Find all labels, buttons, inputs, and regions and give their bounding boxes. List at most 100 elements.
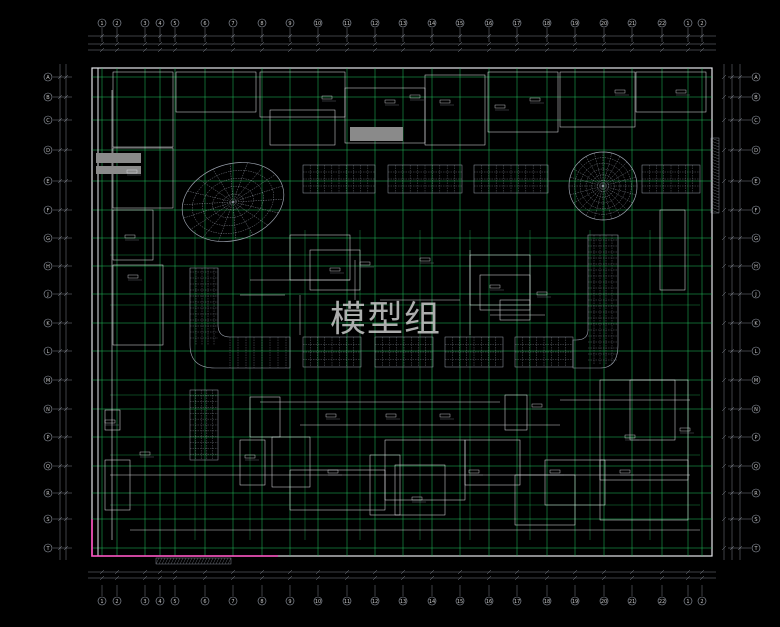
axis-bubble — [751, 233, 761, 243]
skylight-rib — [602, 156, 621, 187]
axis-label: 1 — [100, 21, 103, 27]
fixture-mark — [489, 284, 501, 289]
axis-label: 19 — [572, 21, 578, 27]
room-outline — [394, 464, 446, 516]
dimension-tick — [629, 569, 635, 575]
hatch-stroke — [710, 152, 720, 157]
axis-bubble — [751, 261, 761, 271]
fixture-mark — [127, 274, 139, 279]
skylight-rib — [198, 178, 234, 203]
axis-bubble — [751, 318, 761, 328]
axis-label: 8 — [260, 599, 263, 605]
hatch-stroke — [197, 557, 202, 565]
room-outline — [112, 147, 174, 209]
room-outline — [112, 71, 174, 148]
dimension-tick — [721, 406, 727, 412]
axis-bubble — [43, 233, 53, 243]
axis-label: 5 — [173, 599, 176, 605]
axis-label: A — [46, 75, 50, 81]
axis-label: 15 — [457, 599, 463, 605]
skylight-rib — [187, 190, 234, 203]
room-outline — [544, 459, 606, 506]
dimension-tick — [721, 490, 727, 496]
dimension-tick — [57, 178, 63, 184]
axis-label: N — [46, 407, 50, 413]
hatch-stroke — [710, 176, 720, 181]
room-outline — [469, 254, 531, 306]
dimension-tick — [729, 263, 735, 269]
dimension-tick — [400, 47, 406, 53]
axis-label: J — [754, 292, 756, 298]
axis-bubble — [43, 404, 53, 414]
dimension-tick — [737, 263, 743, 269]
building-outline — [91, 67, 713, 557]
dimension-tick — [544, 41, 550, 47]
hatch-stroke — [164, 557, 169, 565]
fixture-mark — [468, 469, 480, 474]
dimension-tick — [372, 33, 378, 39]
axis-label: 10 — [315, 21, 321, 27]
dimension-tick — [172, 575, 178, 581]
hatch-stroke — [710, 209, 720, 214]
hatch-stroke — [710, 185, 720, 190]
axis-bubble — [657, 596, 667, 606]
skylight-rib — [602, 177, 636, 187]
room-outline — [559, 71, 636, 128]
dimension-tick — [544, 569, 550, 575]
axis-label: 6 — [203, 21, 206, 27]
axis-label: 22 — [659, 21, 665, 27]
dimension-tick — [63, 490, 69, 496]
dimension-tick — [344, 569, 350, 575]
dimension-tick — [63, 545, 69, 551]
skylight-rib — [578, 161, 604, 187]
axis-bubble — [751, 514, 761, 524]
hatch-stroke — [710, 173, 720, 178]
axis-bubble — [542, 596, 552, 606]
dimension-tick — [572, 47, 578, 53]
room-outline — [369, 454, 401, 516]
axis-label: 13 — [400, 599, 406, 605]
dimension-tick — [259, 575, 265, 581]
axis-bubble — [43, 375, 53, 385]
dimension-tick — [63, 348, 69, 354]
axis-bubble — [43, 176, 53, 186]
hatch-stroke — [191, 557, 196, 565]
axis-label: Q — [46, 464, 50, 470]
dimension-tick — [344, 33, 350, 39]
axis-bubble — [112, 596, 122, 606]
walkway-left-curve — [189, 267, 291, 369]
fixture-mark — [359, 261, 371, 266]
dimension-tick — [601, 41, 607, 47]
axis-bubble — [140, 18, 150, 28]
hatch-stroke — [200, 557, 205, 565]
hatch-stroke — [710, 188, 720, 193]
room-outline — [289, 469, 386, 511]
dimension-tick — [737, 291, 743, 297]
dimension-tick — [737, 235, 743, 241]
room-outline — [112, 264, 164, 346]
skylight-rib — [232, 185, 283, 203]
dimension-tick — [287, 47, 293, 53]
fixture-mark — [411, 496, 423, 501]
dimension-tick — [63, 235, 69, 241]
room-outline — [249, 396, 281, 438]
dimension-tick — [230, 569, 236, 575]
hatch-stroke — [710, 203, 720, 208]
hatch-stroke — [710, 149, 720, 154]
axis-bubble — [683, 18, 693, 28]
dimension-tick — [142, 47, 148, 53]
dimension-tick — [737, 178, 743, 184]
axis-bubble — [427, 596, 437, 606]
dimension-tick — [737, 117, 743, 123]
dimension-tick — [344, 47, 350, 53]
axis-label: 16 — [486, 599, 492, 605]
dimension-tick — [514, 41, 520, 47]
axis-label: 16 — [486, 21, 492, 27]
axis-bubble — [97, 18, 107, 28]
axis-bubble — [751, 176, 761, 186]
dimension-tick — [659, 33, 665, 39]
hatch-stroke — [710, 137, 720, 142]
dimension-tick — [99, 33, 105, 39]
dimension-tick — [99, 47, 105, 53]
grey-block — [96, 166, 141, 174]
